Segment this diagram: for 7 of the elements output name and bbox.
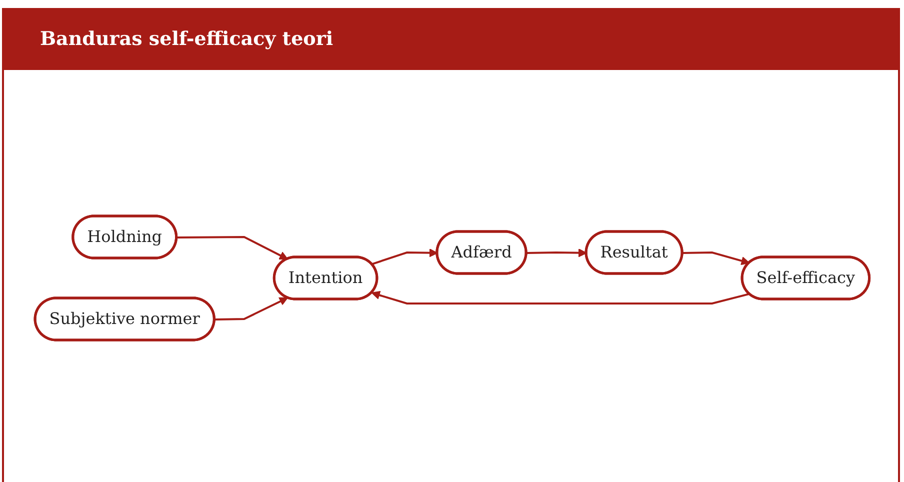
arrow: [371, 290, 750, 304]
arrow: [526, 248, 587, 258]
arrow: [214, 297, 288, 320]
title: Banduras self-efficacy teori: [2, 8, 900, 70]
arrow: [176, 236, 288, 260]
arrow: [371, 248, 438, 266]
arrow: [682, 252, 750, 266]
